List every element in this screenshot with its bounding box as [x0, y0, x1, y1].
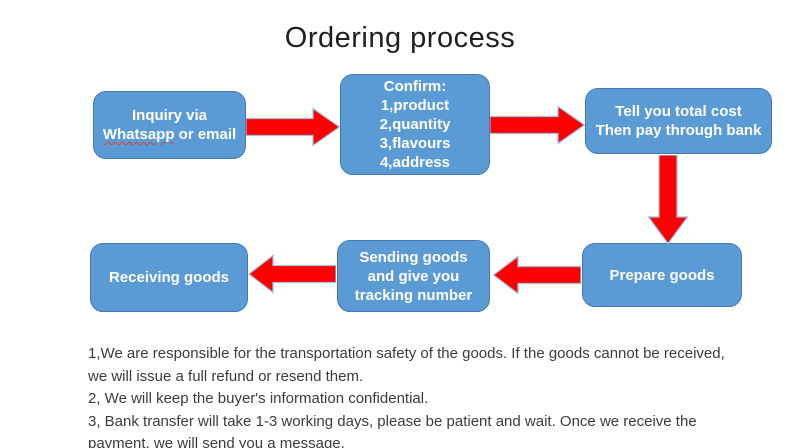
- step-inquiry-whatsapp-word: Whatsapp: [102, 126, 175, 143]
- arrow-left-icon: [248, 254, 336, 294]
- note-line: 2, We will keep the buyer's information …: [88, 390, 429, 407]
- note-line: payment, we will send you a message.: [88, 435, 345, 448]
- arrow-down-icon: [647, 155, 689, 245]
- step-confirm-box: Confirm: 1,product 2,quantity 3,flavours…: [340, 74, 490, 175]
- footer-notes: 1,We are responsible for the transportat…: [88, 343, 768, 448]
- step-total-cost-line: Tell you total cost: [615, 103, 742, 120]
- note-line: 3, Bank transfer will take 1-3 working d…: [88, 412, 697, 430]
- step-confirm-line: 2,quantity: [379, 116, 451, 133]
- step-prepare-goods-line: Prepare goods: [609, 266, 715, 284]
- arrow-right-icon: [246, 107, 341, 147]
- step-prepare-goods-box: Prepare goods: [582, 243, 742, 307]
- note-line: we will issue a full refund or resend th…: [88, 367, 364, 385]
- note-line: 1,We are responsible for the transportat…: [88, 345, 725, 362]
- step-receiving-goods-line: Receiving goods: [108, 269, 230, 286]
- step-confirm-line: 1,product: [380, 97, 450, 114]
- arrow-right-icon: [490, 105, 586, 145]
- step-inquiry-line1: Inquiry via: [131, 107, 208, 124]
- step-inquiry-line2-rest: or email: [174, 126, 237, 143]
- step-sending-goods-line: tracking number: [354, 286, 473, 304]
- step-confirm-line: Confirm:: [383, 78, 447, 95]
- step-sending-goods-line: Sending goods: [359, 248, 468, 266]
- page-title: Ordering process: [284, 22, 516, 54]
- step-confirm-line: 4,address: [379, 154, 451, 171]
- step-receiving-goods-box: Receiving goods: [90, 243, 248, 312]
- step-total-cost-box: Tell you total cost Then pay through ban…: [585, 88, 772, 154]
- step-sending-goods-line: and give you: [367, 267, 460, 285]
- step-confirm-line: 3,flavours: [379, 135, 451, 152]
- step-sending-goods-box: Sending goods and give you tracking numb…: [337, 240, 490, 312]
- step-inquiry-box: Inquiry via Whatsapp or email: [93, 91, 246, 159]
- step-inquiry-line2: Whatsapp or email: [103, 125, 236, 144]
- step-total-cost-line: Then pay through bank: [595, 122, 762, 139]
- arrow-left-icon: [492, 255, 581, 295]
